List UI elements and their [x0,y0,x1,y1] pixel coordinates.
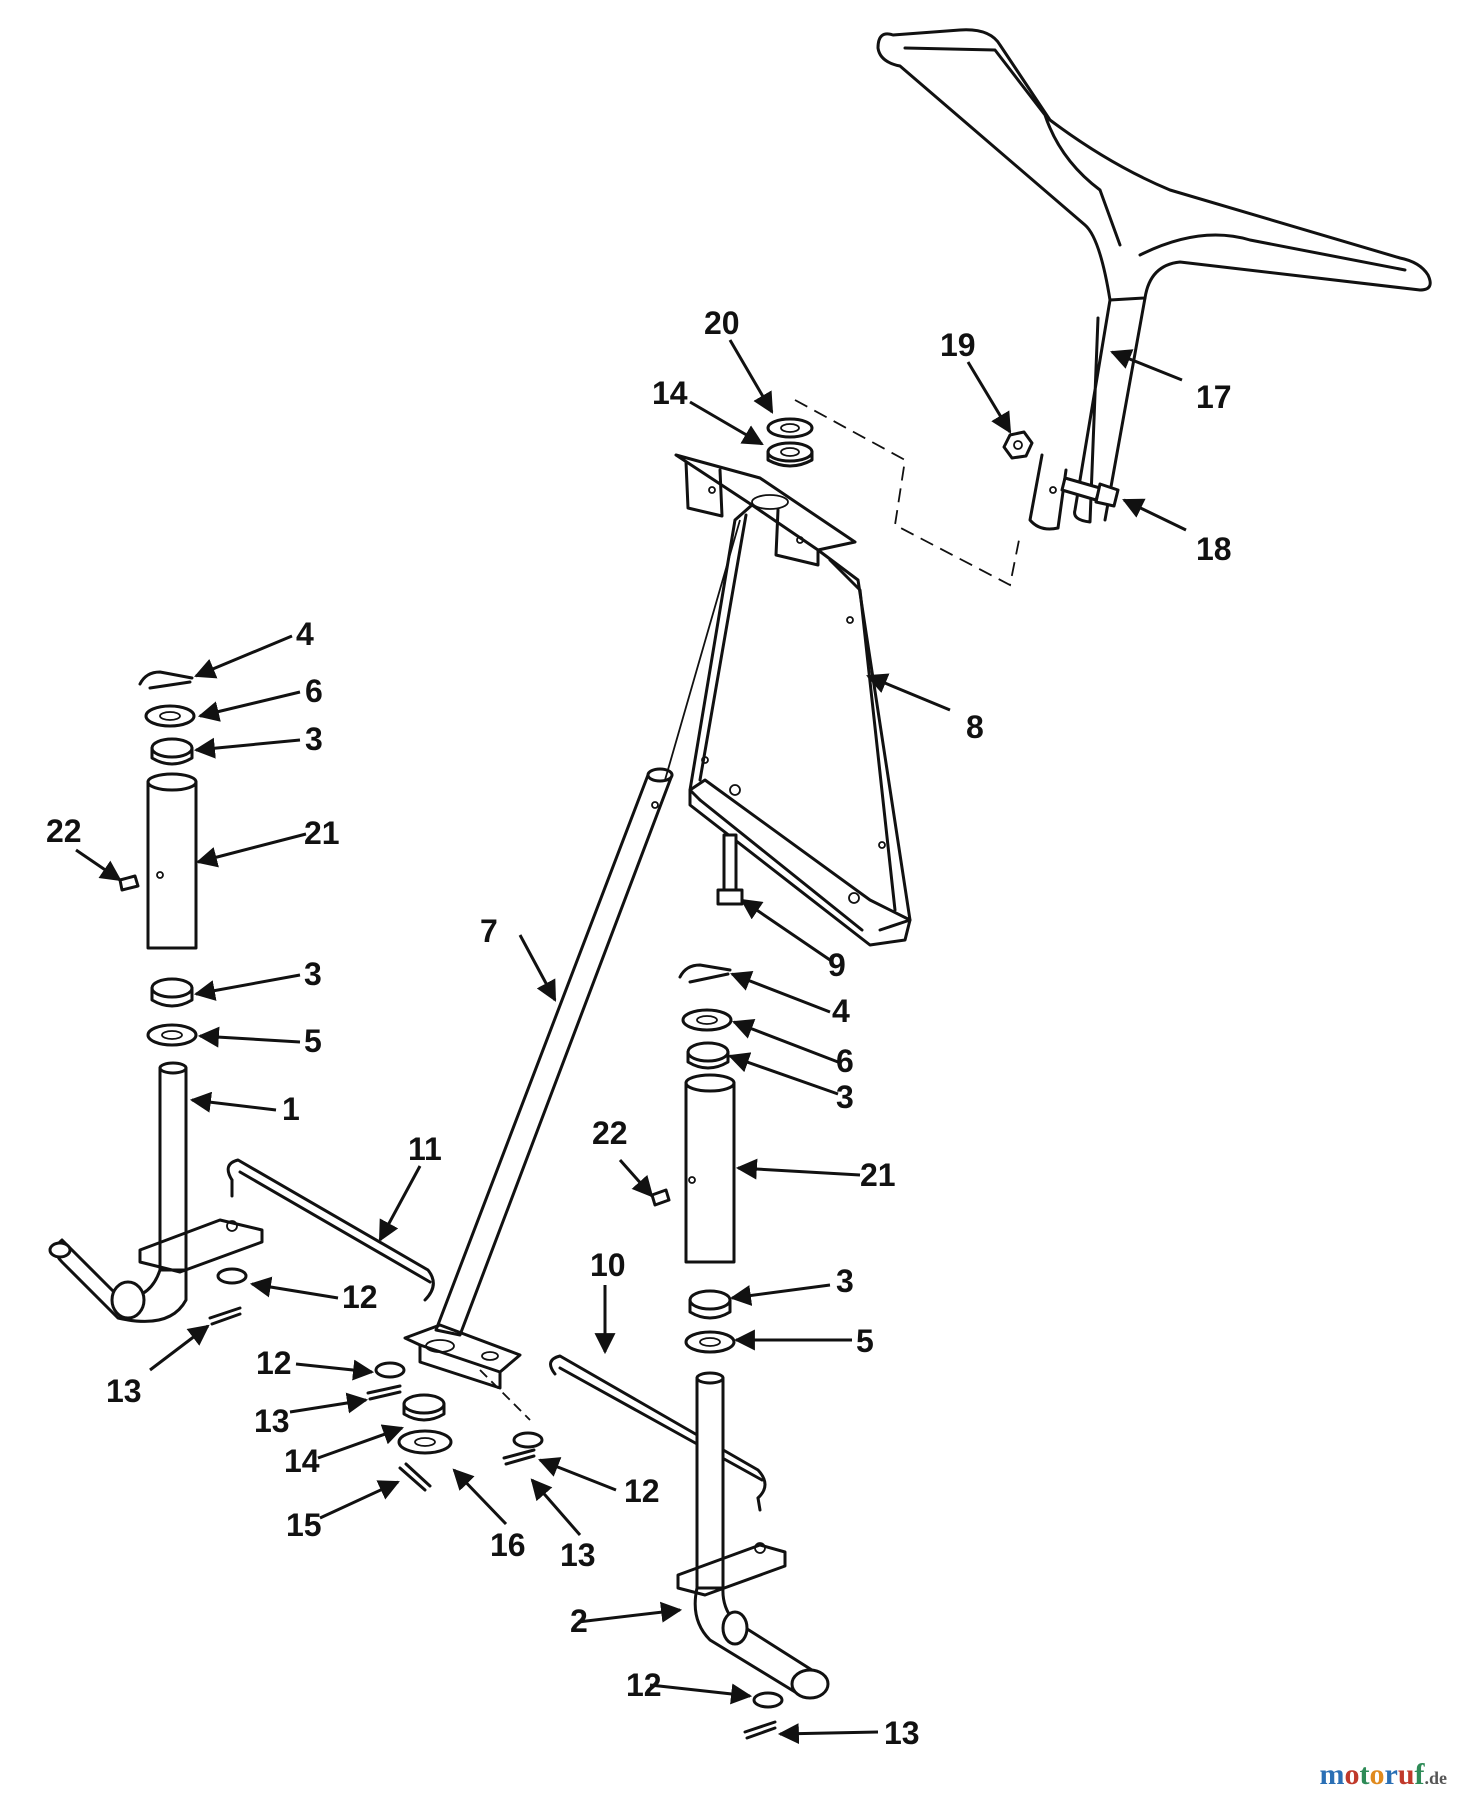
label-22-right: 22 [592,1115,628,1151]
label-21-left: 21 [304,815,340,851]
label-3-right-lower: 3 [836,1263,854,1299]
right-spindle-assembly [650,963,830,1740]
wm-m: m [1319,1758,1345,1791]
bolt [716,833,744,906]
wm-r: r [1384,1758,1398,1791]
label-14-lower: 14 [284,1443,320,1479]
wm-o2: o [1369,1758,1385,1791]
wm-de: .de [1424,1768,1448,1788]
steering-shaft [403,519,741,1421]
wm-f: f [1414,1758,1425,1791]
wm-t: t [1359,1758,1370,1791]
label-10: 10 [590,1247,626,1283]
label-2: 2 [570,1603,588,1639]
center-hardware [366,1361,544,1492]
washer [766,417,814,439]
label-6-right: 6 [836,1043,854,1079]
label-8: 8 [966,709,984,745]
label-9: 9 [828,947,846,983]
label-13-left: 13 [106,1373,142,1409]
label-11: 11 [408,1131,442,1167]
label-14-upper: 14 [652,375,688,411]
bolt [1060,476,1120,508]
label-4-left: 4 [296,616,314,652]
label-13-right: 13 [884,1715,920,1751]
label-3-left-lower: 3 [304,956,322,992]
label-15: 15 [286,1507,322,1543]
steering-wheel [876,28,1432,531]
label-7: 7 [480,913,498,949]
steering-pedestal [674,453,912,947]
tie-rod-left [226,1158,435,1302]
part-labels: 4 6 3 21 22 3 5 1 11 7 12 13 12 13 14 15… [46,305,1232,1751]
bushing [766,441,814,468]
label-20: 20 [704,305,740,341]
label-1: 1 [282,1091,300,1127]
nut [1002,430,1034,460]
label-6-left: 6 [305,673,323,709]
label-5-right: 5 [856,1323,874,1359]
label-3-right-upper: 3 [836,1079,854,1115]
wm-o1: o [1344,1758,1360,1791]
label-17: 17 [1196,379,1232,415]
wm-u: u [1397,1758,1415,1791]
label-12-right: 12 [626,1667,662,1703]
leaders [75,339,1187,1745]
label-4-right: 4 [832,993,850,1029]
label-18: 18 [1196,531,1232,567]
watermark-logo: motoruf.de [1319,1758,1447,1792]
left-spindle-assembly [48,670,264,1326]
tie-rod-right [549,1354,767,1512]
label-13-center: 13 [254,1403,290,1439]
label-16: 16 [490,1527,526,1563]
label-19: 19 [940,327,976,363]
label-13-lower-center: 13 [560,1537,596,1573]
label-12-left: 12 [342,1279,378,1315]
label-5-left: 5 [304,1023,322,1059]
label-21-right: 21 [860,1157,896,1193]
label-12-lower-center: 12 [624,1473,660,1509]
label-3-left-upper: 3 [305,721,323,757]
label-12-center: 12 [256,1345,292,1381]
label-22-left: 22 [46,813,82,849]
